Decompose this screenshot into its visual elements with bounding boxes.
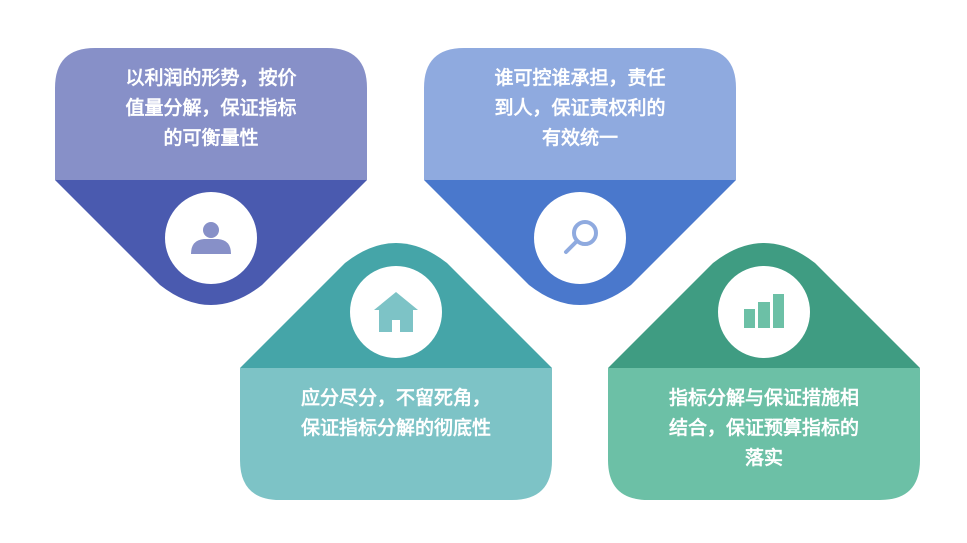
- home-icon: [374, 292, 418, 332]
- search-icon: [564, 220, 598, 254]
- user-icon: [191, 222, 231, 254]
- bar-chart-icon: [744, 294, 784, 328]
- card-3-shape: [240, 243, 552, 500]
- card-2-shape: [424, 48, 736, 305]
- card-2-text: 谁可控谁承担，责任 到人，保证责权利的 有效统一: [494, 67, 666, 149]
- card-3-text: 应分尽分，不留死角， 保证指标分解的彻底性: [300, 387, 491, 439]
- card-4-text: 指标分解与保证措施相 结合，保证预算指标的 落实: [668, 387, 859, 469]
- card-1-shape: [55, 48, 367, 305]
- card-4-shape: [608, 243, 920, 500]
- card-1-text: 以利润的形势，按价 值量分解，保证指标 的可衡量性: [125, 67, 297, 149]
